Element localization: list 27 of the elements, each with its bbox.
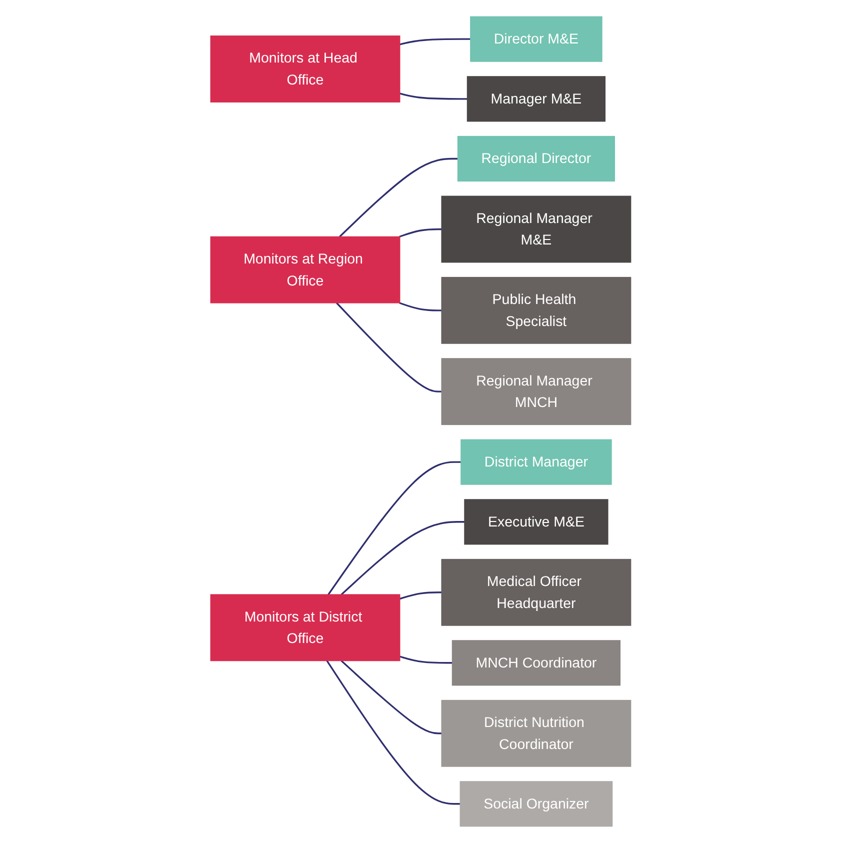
connector xyxy=(398,302,442,312)
node-box: District Manager xyxy=(460,439,612,485)
node-box: Public Health Specialist xyxy=(441,276,631,344)
connector xyxy=(398,228,442,238)
node-box: Regional Director xyxy=(457,136,615,182)
node-box: District Nutrition Coordinator xyxy=(441,700,631,767)
connector xyxy=(327,461,461,596)
connector xyxy=(399,656,452,664)
node-box: MNCH Coordinator xyxy=(452,640,620,686)
node-box: Executive M&E xyxy=(464,499,608,545)
connector xyxy=(399,92,468,100)
node-box: Monitors at Region Office xyxy=(210,236,400,304)
node-box: Monitors at Head Office xyxy=(210,36,400,102)
connector xyxy=(399,592,442,600)
connector xyxy=(399,38,470,46)
node-box: Medical Officer Headquarter xyxy=(441,558,631,626)
connector xyxy=(340,660,442,734)
node-box: Regional Manager MNCH xyxy=(441,358,631,426)
connector xyxy=(336,302,442,392)
node-box: Social Organizer xyxy=(460,781,612,827)
connector xyxy=(326,660,460,805)
node-box: Director M&E xyxy=(470,16,602,62)
connector xyxy=(338,158,458,238)
connector xyxy=(340,521,464,596)
node-box: Monitors at District Office xyxy=(210,594,400,662)
node-box: Regional Manager M&E xyxy=(441,196,631,263)
node-box: Manager M&E xyxy=(466,76,606,122)
